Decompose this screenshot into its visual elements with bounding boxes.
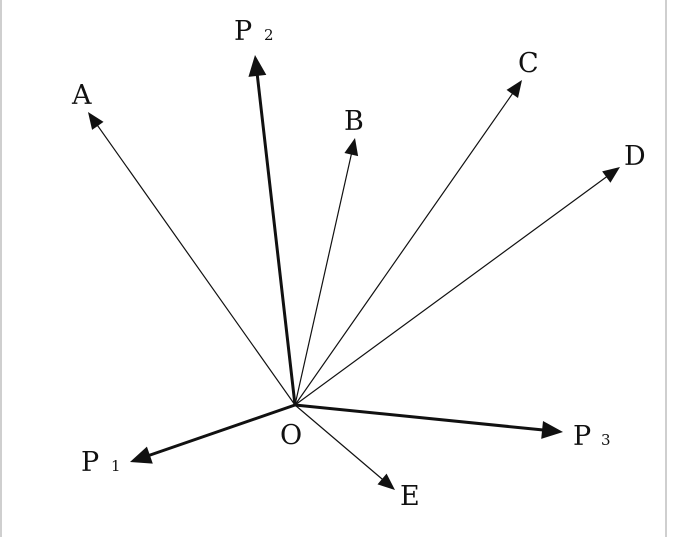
ray-a [97, 125, 296, 406]
arrowhead-c [506, 80, 522, 98]
arrowhead-b [344, 138, 359, 157]
arrowhead-p3 [541, 420, 563, 439]
arrowhead-e [377, 473, 395, 490]
ray-label-e: E [400, 481, 420, 512]
ray-subscript-p3: 3 [601, 431, 611, 449]
ray-label-a: A [71, 80, 92, 111]
ray-p2 [255, 74, 297, 407]
ray-subscript-p2: 2 [264, 26, 274, 44]
ray-label-c: C [518, 48, 539, 79]
rays-group [88, 55, 620, 490]
ray-c [294, 93, 513, 406]
arrowhead-p2 [248, 55, 267, 77]
ray-label-p2: P [234, 16, 252, 47]
ray-b [294, 153, 352, 406]
origin-label: O [280, 420, 302, 451]
arrowhead-a [88, 112, 104, 130]
arrowhead-p1 [130, 446, 153, 464]
arrowhead-d [602, 167, 620, 183]
left-border [0, 0, 2, 537]
right-border [665, 0, 667, 537]
ray-d [294, 176, 607, 406]
ray-label-p3: P [573, 421, 591, 452]
ray-p3 [293, 403, 544, 432]
ray-e [294, 404, 383, 480]
ray-label-p1: P [81, 447, 99, 478]
ray-label-b: B [344, 106, 364, 137]
ray-label-d: D [624, 141, 646, 172]
ray-subscript-p1: 1 [111, 457, 121, 475]
ray-p1 [148, 403, 297, 457]
